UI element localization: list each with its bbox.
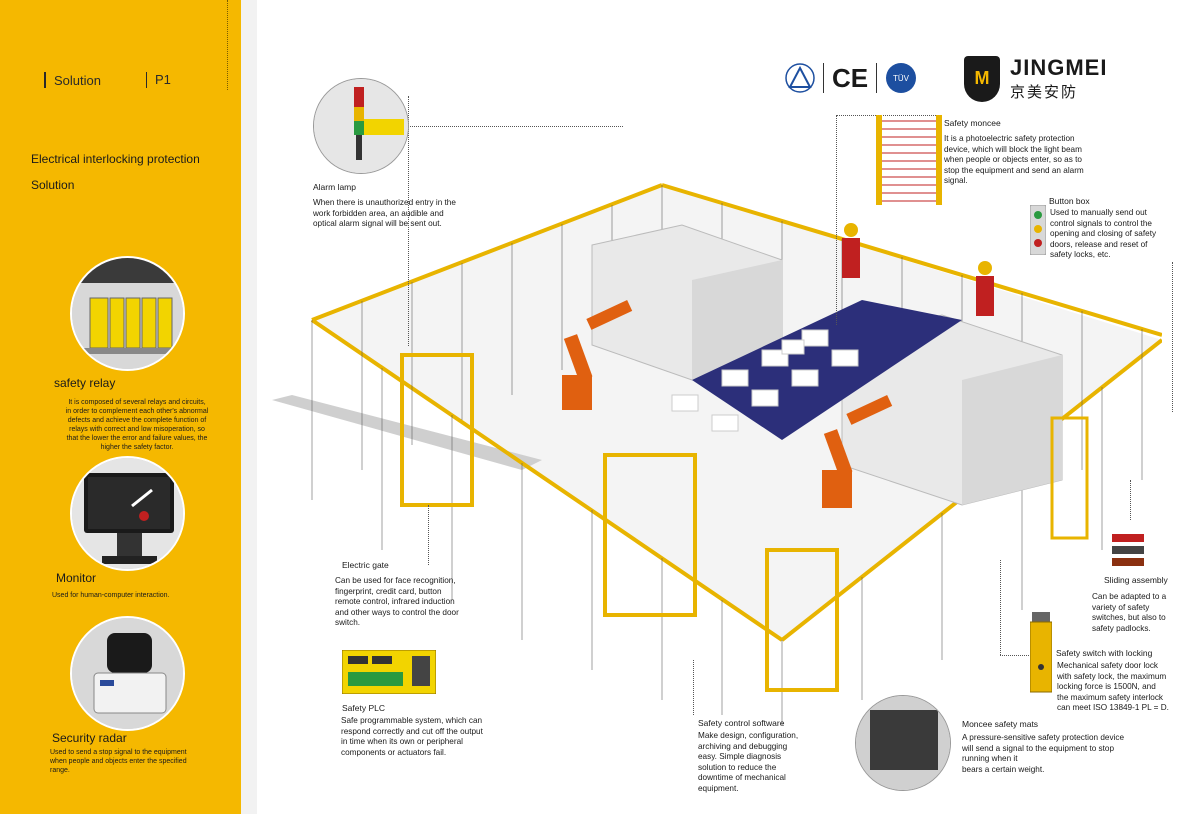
alarm-leader-h (408, 126, 623, 127)
brand-name: JINGMEI (1010, 55, 1108, 80)
safety-mats-title: Moncee safety mats (962, 719, 1039, 729)
page-subtitle: Solution (31, 178, 75, 192)
moncee-leader-h (836, 115, 936, 116)
button-box-title: Button box (1049, 196, 1090, 206)
sliding-leader (1130, 480, 1131, 520)
safety-switch-photo (1030, 612, 1052, 693)
section-label: Solution (44, 72, 101, 88)
page-number: P1 (146, 72, 171, 88)
safety-plc-photo (342, 650, 436, 694)
electric-gate-text: Can be used for face recognition,fingerp… (335, 576, 459, 627)
brand-mark-icon: M (964, 55, 1000, 102)
monitor-label: Monitor (56, 571, 97, 585)
security-radar-photo (70, 616, 185, 731)
security-radar-label: Security radar (52, 731, 127, 745)
software-text: Make design, configuration,archiving and… (698, 731, 799, 793)
ce-mark-icon: CE (832, 62, 869, 93)
safety-relay-label: safety relay (54, 376, 116, 390)
brand-name-cn: 京美安防 (1010, 84, 1079, 101)
switch-leader (1000, 560, 1001, 655)
brand-logo: M JINGMEI 京美安防 (964, 55, 1107, 102)
safety-relay-photo (70, 256, 185, 371)
moncee-leader (836, 115, 837, 325)
certification-logos: CE TÜV (785, 62, 917, 94)
software-title: Safety control software (698, 718, 785, 728)
button-box-photo (1030, 205, 1046, 255)
monitor-desc: Used for human-computer interaction. (52, 592, 170, 599)
triangle-cert-icon (785, 63, 815, 93)
safety-mats-text: A pressure-sensitive safety protection d… (962, 733, 1125, 774)
svg-text:TÜV: TÜV (893, 74, 910, 83)
buttonbox-leader (1172, 262, 1173, 412)
gate-leader (428, 505, 429, 565)
sliding-title: Sliding assembly (1104, 575, 1168, 585)
safety-mat-photo (855, 695, 951, 791)
section-text: Solution (54, 72, 101, 88)
alarm-lamp-title: Alarm lamp (313, 182, 356, 192)
monitor-photo (70, 456, 185, 571)
sliding-assembly-photo (1112, 534, 1144, 566)
alarm-lamp-photo (313, 78, 409, 174)
switch-leader-h (1000, 655, 1045, 656)
sidebar-gutter (241, 0, 257, 814)
tuv-mark-icon: TÜV (886, 63, 917, 93)
safety-switch-title: Safety switch with locking (1056, 648, 1153, 658)
alarm-leader (408, 96, 409, 346)
sidebar-divider (227, 0, 228, 90)
electric-gate-title: Electric gate (342, 560, 389, 570)
light-curtain-photo (876, 115, 942, 205)
robot-cell-illustration (272, 183, 1162, 725)
page-title: Electrical interlocking protection (31, 152, 200, 166)
security-radar-desc: Used to send a stop signal to the equipm… (50, 749, 187, 774)
software-leader (693, 660, 694, 715)
safety-relay-desc: It is composed of several relays and cir… (65, 399, 209, 451)
moncee-title: Safety moncee (944, 118, 1001, 128)
safety-plc-title: Safety PLC (342, 703, 385, 713)
